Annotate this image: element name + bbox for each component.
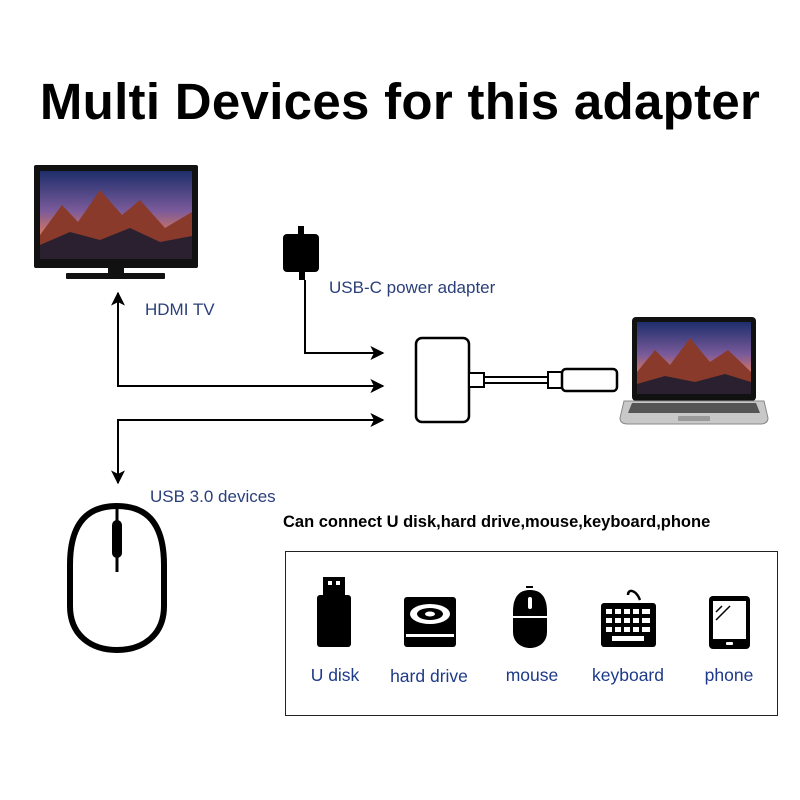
hdmi-line bbox=[111, 291, 385, 393]
device-box bbox=[285, 551, 778, 716]
usb-devices-label: USB 3.0 devices bbox=[150, 487, 276, 506]
hdmi-tv-icon bbox=[34, 165, 198, 279]
usb-stick-icon bbox=[317, 577, 351, 647]
device-label-keyboard: keyboard bbox=[592, 665, 664, 685]
keyboard-icon bbox=[601, 589, 656, 647]
hard-drive-icon bbox=[404, 597, 456, 647]
connection-lines bbox=[111, 280, 385, 485]
connect-caption: Can connect U disk,hard drive,mouse,keyb… bbox=[283, 513, 711, 531]
device-label-phone: phone bbox=[704, 665, 754, 685]
power-adapter-icon bbox=[283, 226, 319, 280]
mouse-small-icon bbox=[513, 586, 547, 648]
device-label-mouse: mouse bbox=[505, 665, 559, 685]
hdmi-tv-label: HDMI TV bbox=[145, 300, 215, 319]
usb-mouse-icon bbox=[67, 502, 167, 654]
phone-icon bbox=[709, 596, 750, 649]
adapter-hub-icon bbox=[414, 336, 619, 424]
diagram-title: Multi Devices for this adapter bbox=[39, 73, 761, 130]
power-adapter-label: USB-C power adapter bbox=[329, 278, 496, 297]
device-label-u-disk: U disk bbox=[310, 665, 360, 685]
usb-line bbox=[111, 413, 385, 485]
device-label-hard-drive: hard drive bbox=[390, 666, 468, 686]
laptop-icon bbox=[619, 317, 769, 425]
